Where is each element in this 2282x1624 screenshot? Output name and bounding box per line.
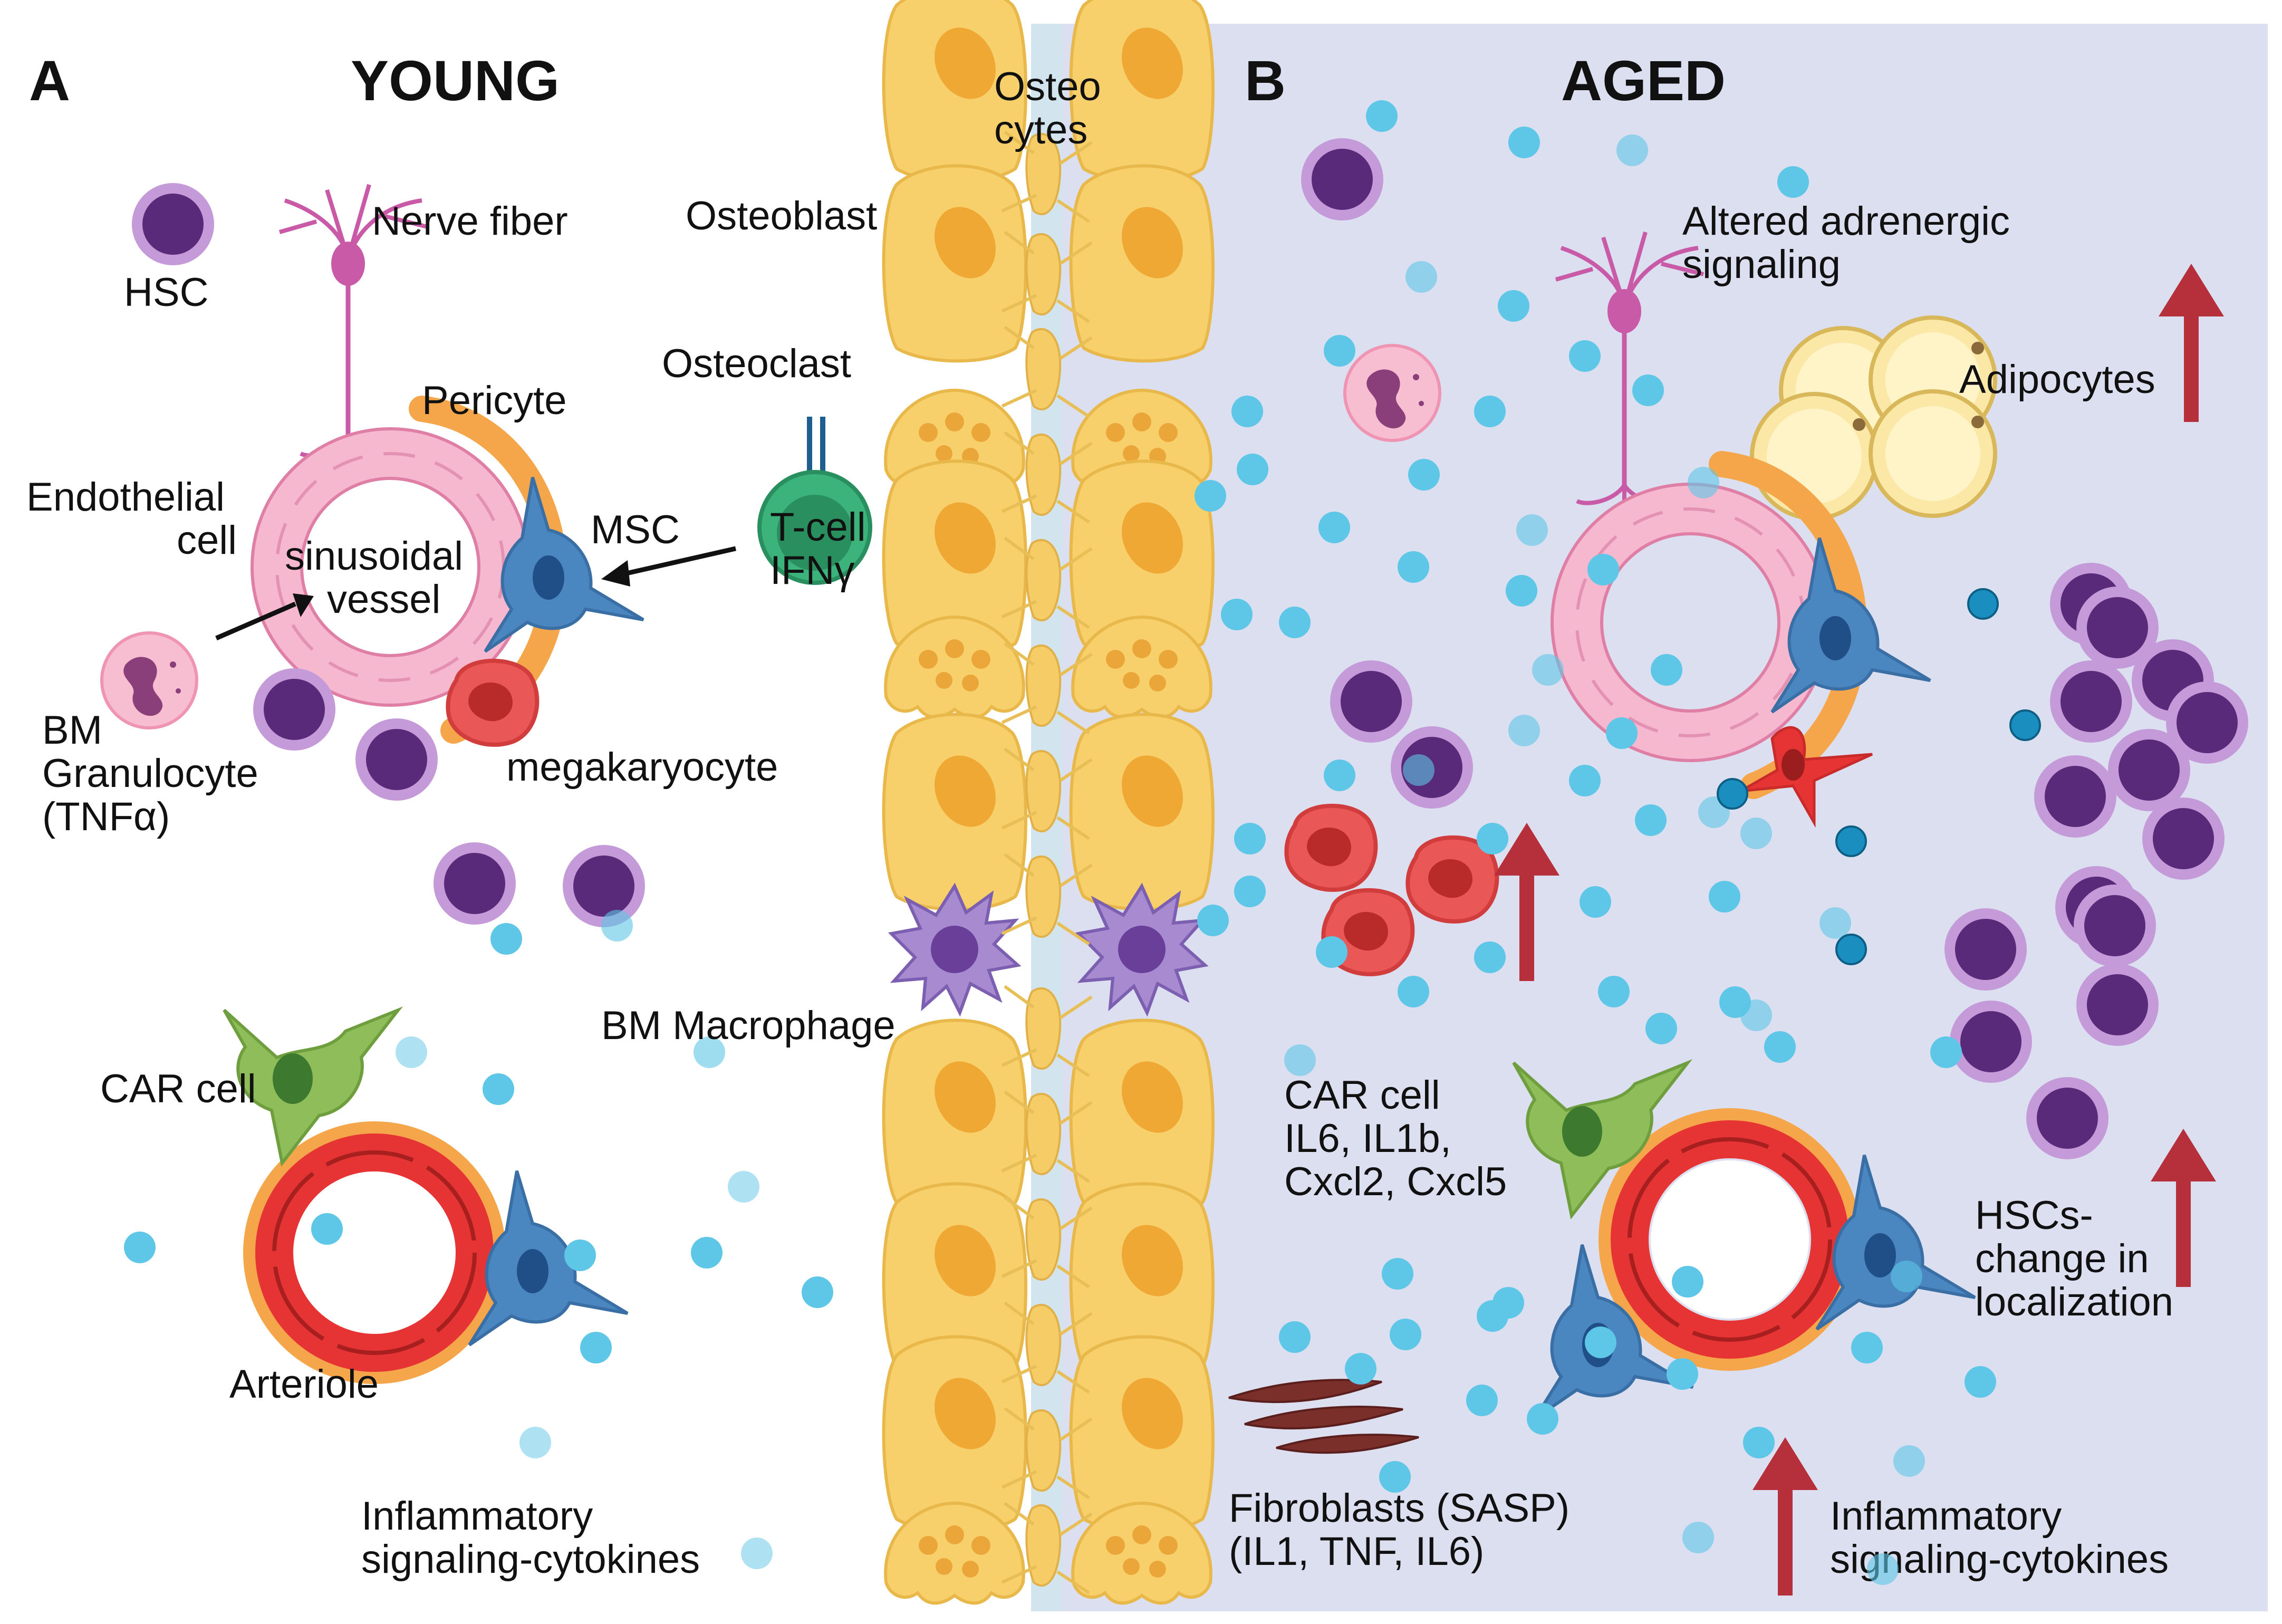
inflammatory-label-line1: Inflammatory (1830, 1494, 2062, 1539)
hsc-localization-label-line2: change in (1975, 1236, 2149, 1281)
panel-b-title: AGED (1561, 49, 1726, 112)
arteriole (251, 1129, 498, 1377)
hsc-cell (1330, 660, 1412, 743)
fibroblast-cells (1228, 1379, 1419, 1454)
hsc-cell (132, 183, 214, 265)
fibroblast-label-line1: Fibroblasts (SASP) (1229, 1486, 1570, 1531)
panel-b-letter: B (1245, 49, 1286, 112)
granulocyte-label-line3: (TNFα) (42, 794, 170, 839)
osteocytes-label-line1: Osteo (994, 64, 1101, 109)
megakaryocyte-cell (448, 661, 537, 745)
granulocyte-cell (1345, 345, 1440, 440)
adrenergic-label-line2: signaling (1682, 242, 1841, 287)
inflammatory-label-line1: Inflammatory (361, 1494, 593, 1539)
hsc-cell (253, 668, 335, 751)
osteoblast-cell (1071, 166, 1213, 361)
car-label-line2: IL6, IL1b, (1284, 1116, 1451, 1161)
cytokine-dots (1195, 100, 1996, 1585)
nerve-fiber-label: Nerve fiber (372, 199, 568, 244)
bone-column (884, 0, 1213, 1603)
osteocytes-label-line2: cytes (994, 108, 1087, 152)
hsc-cell (1301, 138, 1383, 220)
cytokine-dots (124, 910, 833, 1569)
panel-a-title: YOUNG (351, 49, 560, 112)
granulocyte-label-line2: Granulocyte (42, 751, 258, 796)
hsc-localization-label-line1: HSCs- (1975, 1193, 2093, 1238)
dark-cytokine-dots (1717, 588, 2041, 965)
arteriole-label: Arteriole (229, 1362, 379, 1407)
osteoblast-cell (884, 714, 1026, 909)
macrophage-label: BM Macrophage (601, 1003, 896, 1048)
sinusoidal-label-line1: sinusoidal (285, 534, 463, 579)
tcell-label-line2: IFNγ (770, 548, 854, 593)
hsc-cell (563, 845, 645, 927)
fibroblast-label-line2: (IL1, TNF, IL6) (1229, 1529, 1484, 1574)
osteoclast-label: Osteoclast (662, 341, 851, 386)
arteriole (1606, 1116, 1854, 1363)
car-label-line3: Cxcl2, Cxcl5 (1284, 1159, 1507, 1204)
tcell (757, 417, 872, 585)
car-label-line1: CAR cell (1284, 1073, 1440, 1118)
tcell-to-msc-arrow (619, 546, 736, 578)
endothelial-label-line1: Endothelial (26, 475, 225, 520)
adipocytes-label: Adipocytes (1959, 357, 2155, 402)
hsc-localization-label-line3: localization (1975, 1280, 2173, 1324)
osteoblast-cell (884, 166, 1026, 361)
tcell-to-msc-arrowhead (601, 560, 630, 587)
hsc-cell (355, 718, 438, 801)
hsc-cell (434, 842, 516, 925)
adipocyte-cell (1871, 391, 1995, 516)
granulocyte-cell (102, 633, 197, 728)
sinusoidal-label-line2: vessel (327, 577, 440, 622)
hsc-label: HSC (124, 270, 208, 315)
megakaryocyte-cell (1286, 806, 1375, 890)
msc-label: MSC (591, 507, 680, 552)
pericyte-label: Pericyte (422, 378, 567, 423)
granulocyte-to-vessel-arrowhead (293, 593, 314, 617)
panel-b: B AGED Altered adrenergic signaling Adip… (1195, 49, 2248, 1596)
granulocyte-to-vessel-arrow (215, 601, 296, 641)
tcell-label-line1: T-cell (770, 505, 866, 550)
endothelial-label-line2: cell (177, 518, 237, 563)
adrenergic-label-line1: Altered adrenergic (1682, 199, 2010, 244)
osteoblast-label: Osteoblast (686, 194, 877, 238)
red-stromal-cell (1739, 726, 1873, 828)
car-cell-label: CAR cell (100, 1066, 256, 1111)
granulocyte-label-line1: BM (42, 708, 102, 753)
panel-a-letter: A (29, 49, 70, 112)
megakaryocyte-label: megakaryocyte (506, 745, 778, 790)
inflammatory-label-line2: signaling-cytokines (361, 1537, 700, 1582)
osteoblast-cell (1071, 714, 1213, 909)
panel-a: A YOUNG HSC Nerve fiber Pericyte Endothe… (26, 49, 872, 1582)
